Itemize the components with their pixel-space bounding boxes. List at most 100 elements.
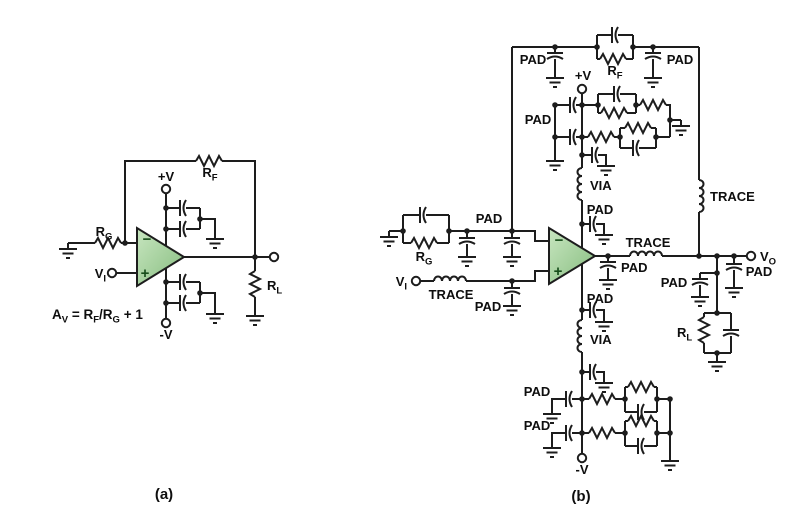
caption-a: (a): [155, 486, 173, 503]
output-terminal: [268, 251, 280, 263]
decoupling-capacitor: [589, 363, 597, 381]
ground-symbol: [545, 154, 565, 171]
ground-symbol: [671, 119, 691, 136]
rl-label: RL: [677, 325, 692, 344]
output-terminal: [745, 250, 757, 262]
pad-label: PAD: [667, 52, 693, 67]
ground-symbol: [594, 228, 614, 245]
negative-supply-terminal: [576, 452, 588, 464]
pad-capacitor: [569, 128, 577, 146]
positive-supply-label: +V: [158, 169, 175, 184]
opamp-inverting-sign: −: [555, 232, 564, 249]
ground-symbol: [594, 376, 614, 393]
supply-network-resistor: [588, 427, 616, 439]
ground-symbol: [457, 250, 477, 267]
rg-label: RG: [416, 249, 433, 268]
supply-network-resistor: [624, 122, 652, 134]
pad-label: PAD: [524, 418, 550, 433]
bypass-capacitor: [179, 220, 187, 238]
ground-symbol: [660, 454, 680, 471]
bypass-capacitor: [179, 199, 187, 217]
supply-network-resistor: [639, 99, 667, 111]
pad-capacitor: [589, 215, 597, 233]
trace-inductor: [629, 250, 663, 257]
pad-label: PAD: [524, 384, 550, 399]
ground-symbol: [245, 309, 265, 326]
vi-label: VI: [95, 266, 106, 285]
pad-capacitor: [569, 96, 577, 114]
supply-network-resistor: [587, 131, 615, 143]
trace-label: TRACE: [626, 235, 671, 250]
pad-label: PAD: [621, 260, 647, 275]
ground-symbol: [502, 299, 522, 316]
ground-symbol: [643, 71, 663, 88]
wires-b-output: [595, 255, 747, 356]
pad-label: PAD: [746, 264, 772, 279]
resistor-rg: [410, 237, 438, 249]
via-label: VIA: [590, 178, 612, 193]
ground-symbol: [205, 232, 225, 249]
pad-label: PAD: [476, 211, 502, 226]
ground-symbol: [379, 230, 399, 247]
pad-capacitor: [599, 261, 617, 269]
supply-network-resistor: [627, 415, 655, 427]
pad-label: PAD: [587, 291, 613, 306]
resistor-rl: [698, 316, 710, 344]
ground-symbol: [542, 441, 562, 458]
bypass-capacitor: [179, 273, 187, 291]
gain-formula: AV = RF/RG + 1: [52, 307, 143, 326]
opamp-triangle-a: [136, 226, 186, 288]
negative-supply-terminal: [160, 317, 172, 329]
trace-label: TRACE: [710, 189, 755, 204]
rf-label: RF: [607, 63, 622, 82]
parasitic-capacitor: [611, 26, 619, 44]
pad-label: PAD: [587, 202, 613, 217]
pad-label: PAD: [661, 275, 687, 290]
bypass-capacitor: [179, 294, 187, 312]
vi-label: VI: [396, 274, 407, 293]
ground-symbol: [205, 307, 225, 324]
positive-supply-terminal: [160, 183, 172, 195]
pad-capacitor: [546, 52, 564, 60]
wires-b-feedback: [512, 34, 700, 256]
opamp-noninverting-sign: +: [141, 265, 150, 282]
opamp-triangle-b: [548, 226, 597, 286]
pad-capacitor: [503, 287, 521, 295]
load-capacitor: [722, 329, 740, 337]
pad-label: PAD: [475, 299, 501, 314]
vo-label: VO: [760, 249, 776, 268]
via-label: VIA: [590, 332, 612, 347]
pad-capacitor: [644, 52, 662, 60]
supply-network-capacitor: [613, 85, 621, 103]
input-terminal: [106, 267, 118, 279]
positive-supply-terminal: [576, 83, 588, 95]
ground-symbol: [707, 355, 727, 372]
pad-capacitor: [458, 237, 476, 245]
pad-capacitor: [725, 263, 743, 271]
ground-symbol: [545, 71, 565, 88]
ground-symbol: [724, 281, 744, 298]
trace-inductor: [433, 275, 467, 282]
rf-label: RF: [202, 165, 217, 184]
pad-label: PAD: [525, 112, 551, 127]
supply-network-resistor: [627, 381, 655, 393]
ground-symbol: [58, 242, 78, 259]
pad-capacitor: [565, 424, 573, 442]
ground-symbol: [690, 290, 710, 307]
opamp-inverting-sign: −: [143, 231, 152, 248]
caption-b: (b): [571, 488, 590, 505]
decoupling-capacitor: [591, 146, 599, 164]
pad-capacitor: [691, 278, 709, 286]
supply-network-resistor: [600, 107, 628, 119]
resistor-rl: [249, 270, 261, 298]
pad-label: PAD: [520, 52, 546, 67]
pad-capacitor: [503, 237, 521, 245]
supply-network-capacitor: [632, 139, 640, 157]
ground-symbol: [502, 250, 522, 267]
negative-supply-label: -V: [576, 462, 589, 477]
via-inductor: [576, 167, 583, 201]
supply-network-capacitor: [637, 437, 645, 455]
supply-network-resistor: [588, 393, 616, 405]
ground-symbol: [598, 273, 618, 290]
negative-supply-label: -V: [160, 327, 173, 342]
